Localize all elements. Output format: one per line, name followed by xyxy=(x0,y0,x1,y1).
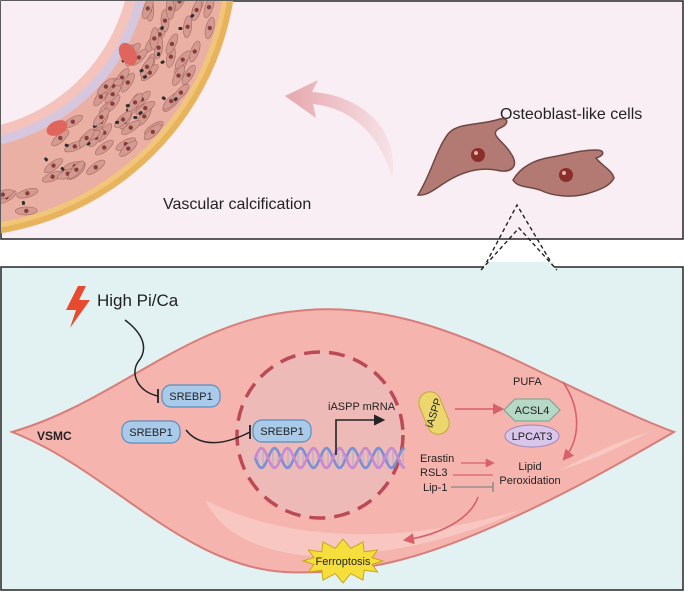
lipid-to-ferroptosis-arrow xyxy=(402,496,479,545)
cytoplasm-highlight xyxy=(205,500,520,556)
smooth-muscle-cell xyxy=(104,85,121,104)
pufa-to-lipid-arrow xyxy=(562,381,578,461)
calcification-arrow xyxy=(285,80,394,178)
srebp1-protein xyxy=(121,420,181,444)
smooth-muscle-cell xyxy=(93,108,110,127)
inhibition-arrow xyxy=(124,319,159,397)
smooth-muscle-cell xyxy=(188,40,201,63)
lipid-label: Lipid xyxy=(518,461,541,473)
zoom-connector xyxy=(480,226,558,271)
smooth-muscle-cell xyxy=(41,170,64,183)
smooth-muscle-cell xyxy=(149,27,159,50)
acsl4-hexagon xyxy=(503,398,561,422)
srebp1-protein xyxy=(161,384,221,408)
erastin-label: Erastin xyxy=(420,453,454,465)
srebp1-label: SREBP1 xyxy=(129,427,172,439)
smooth-muscle-cell xyxy=(16,188,39,199)
smooth-muscle-cell xyxy=(120,72,135,93)
ferroptosis-label: Ferroptosis xyxy=(315,556,371,568)
smooth-muscle-cell xyxy=(143,123,162,141)
smooth-muscle-cell xyxy=(135,100,156,116)
vsmc-label: VSMC xyxy=(37,429,72,443)
acsl4-label: ACSL4 xyxy=(515,405,550,417)
vessel-wall-illustration xyxy=(1,1,234,234)
smooth-muscle-cell xyxy=(172,65,185,86)
smooth-muscle-cell xyxy=(86,159,106,175)
vascular-calcification-label: Vascular calcification xyxy=(163,196,311,213)
peroxidation-label: Peroxidation xyxy=(499,475,560,487)
osteoblast-label: Osteoblast-like cells xyxy=(500,106,642,123)
smooth-muscle-cell xyxy=(165,33,179,55)
smooth-muscle-cell xyxy=(203,1,215,19)
smooth-muscle-cell xyxy=(1,189,14,200)
smooth-muscle-cell xyxy=(172,83,190,102)
smooth-muscle-cell xyxy=(204,16,215,40)
zoom-connector xyxy=(482,203,556,270)
lpcat3-label: LPCAT3 xyxy=(512,431,553,443)
smooth-muscle-cell xyxy=(68,160,85,179)
iaspp-protein xyxy=(418,391,450,435)
smooth-muscle-cell xyxy=(78,128,95,148)
high-pi-ca-label: High Pi/Ca xyxy=(97,291,179,310)
smooth-muscle-cell xyxy=(43,157,64,174)
smooth-muscle-cell xyxy=(125,92,143,112)
nucleus xyxy=(235,350,405,520)
dna-helix xyxy=(253,446,406,470)
translocation-arrow xyxy=(185,429,251,444)
smooth-muscle-cell xyxy=(190,1,202,21)
lip1-label: Lip-1 xyxy=(423,482,447,494)
cytoplasm-highlight xyxy=(560,432,650,470)
red-blood-cell xyxy=(118,42,138,66)
pufa-label: PUFA xyxy=(513,376,542,388)
smooth-muscle-cell xyxy=(119,140,138,157)
srebp1-label: SREBP1 xyxy=(169,391,212,403)
srebp1-nuclear-label: SREBP1 xyxy=(260,426,303,438)
osteoblast-cell xyxy=(416,117,516,196)
srebp1-nuclear-protein xyxy=(252,419,312,443)
lpcat3-ellipse xyxy=(504,424,560,448)
smooth-muscle-cell xyxy=(15,200,38,216)
smooth-muscle-cell xyxy=(165,1,175,20)
smooth-muscle-cell xyxy=(114,110,132,129)
smooth-muscle-cell xyxy=(94,139,114,156)
smooth-muscle-cell xyxy=(181,64,196,85)
smooth-muscle-cell xyxy=(178,15,193,39)
smooth-muscle-cell xyxy=(97,78,115,96)
ferroptosis-burst xyxy=(301,538,385,584)
red-blood-cell xyxy=(46,120,68,136)
smooth-muscle-cell xyxy=(139,56,155,77)
smooth-muscle-cell xyxy=(142,1,154,20)
smooth-muscle-cell xyxy=(62,114,83,129)
osteoblast-cell xyxy=(512,149,615,197)
lightning-icon xyxy=(66,286,90,328)
transcription-arrow xyxy=(335,414,386,455)
rsl3-label: RSL3 xyxy=(420,467,448,479)
iaspp-mrna-label: iASPP mRNA xyxy=(328,401,396,413)
